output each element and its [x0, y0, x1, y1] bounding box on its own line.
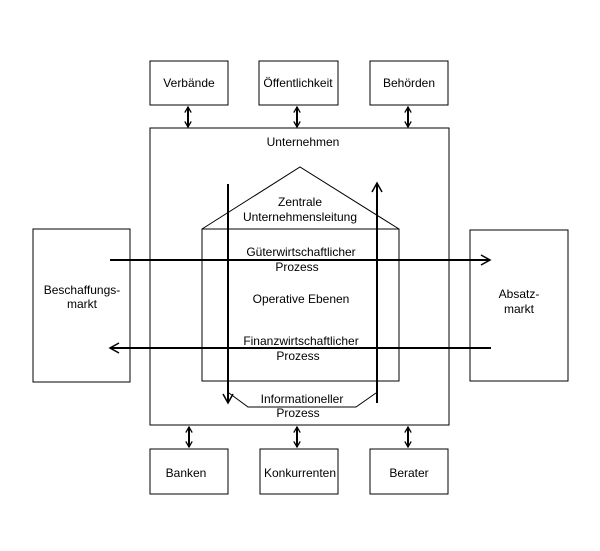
procurement-market-label-line2: markt: [67, 297, 98, 311]
oeffentlichkeit-label: Öffentlichkeit: [263, 76, 333, 90]
house-roof: [201, 166, 400, 230]
information-process-outline: [228, 392, 377, 408]
sales-market-label-line2: markt: [504, 302, 535, 316]
finance-process-label-line2: Prozess: [276, 349, 319, 363]
verbaende-label: Verbände: [163, 76, 215, 90]
box-konkurrenten: [259, 448, 339, 495]
central-management-line1: Zentrale: [278, 195, 322, 209]
box-verbaende: [149, 60, 229, 106]
operative-levels-label: Operative Ebenen: [253, 292, 350, 306]
konkurrenten-label: Konkurrenten: [264, 466, 336, 480]
company-label: Unternehmen: [267, 135, 340, 149]
banken-label: Banken: [166, 466, 207, 480]
operative-levels-box: [201, 228, 400, 382]
information-process-label-line1: Informationeller: [261, 392, 344, 406]
box-berater: [369, 448, 449, 495]
top-stakeholders: Verbände Öffentlichkeit Behörden: [149, 60, 449, 106]
information-process-label-line2: Prozess: [276, 406, 319, 420]
goods-process-label-line1: Güterwirtschaftlicher: [246, 245, 355, 259]
box-oeffentlichkeit: [258, 60, 339, 106]
box-banken: [149, 448, 229, 495]
procurement-market-label-line1: Beschaffungs-: [44, 283, 121, 297]
procurement-market-box: [32, 228, 131, 383]
bottom-stakeholders: Banken Konkurrenten Berater: [149, 448, 449, 495]
central-management-line2: Unternehmensleitung: [243, 210, 357, 224]
company-box: [149, 127, 450, 426]
behoerden-label: Behörden: [383, 76, 435, 90]
box-behoerden: [369, 60, 449, 106]
sales-market-label-line1: Absatz-: [499, 287, 540, 301]
goods-process-label-line2: Prozess: [275, 260, 318, 274]
berater-label: Berater: [389, 466, 428, 480]
finance-process-label-line1: Finanzwirtschaftlicher: [243, 334, 358, 348]
